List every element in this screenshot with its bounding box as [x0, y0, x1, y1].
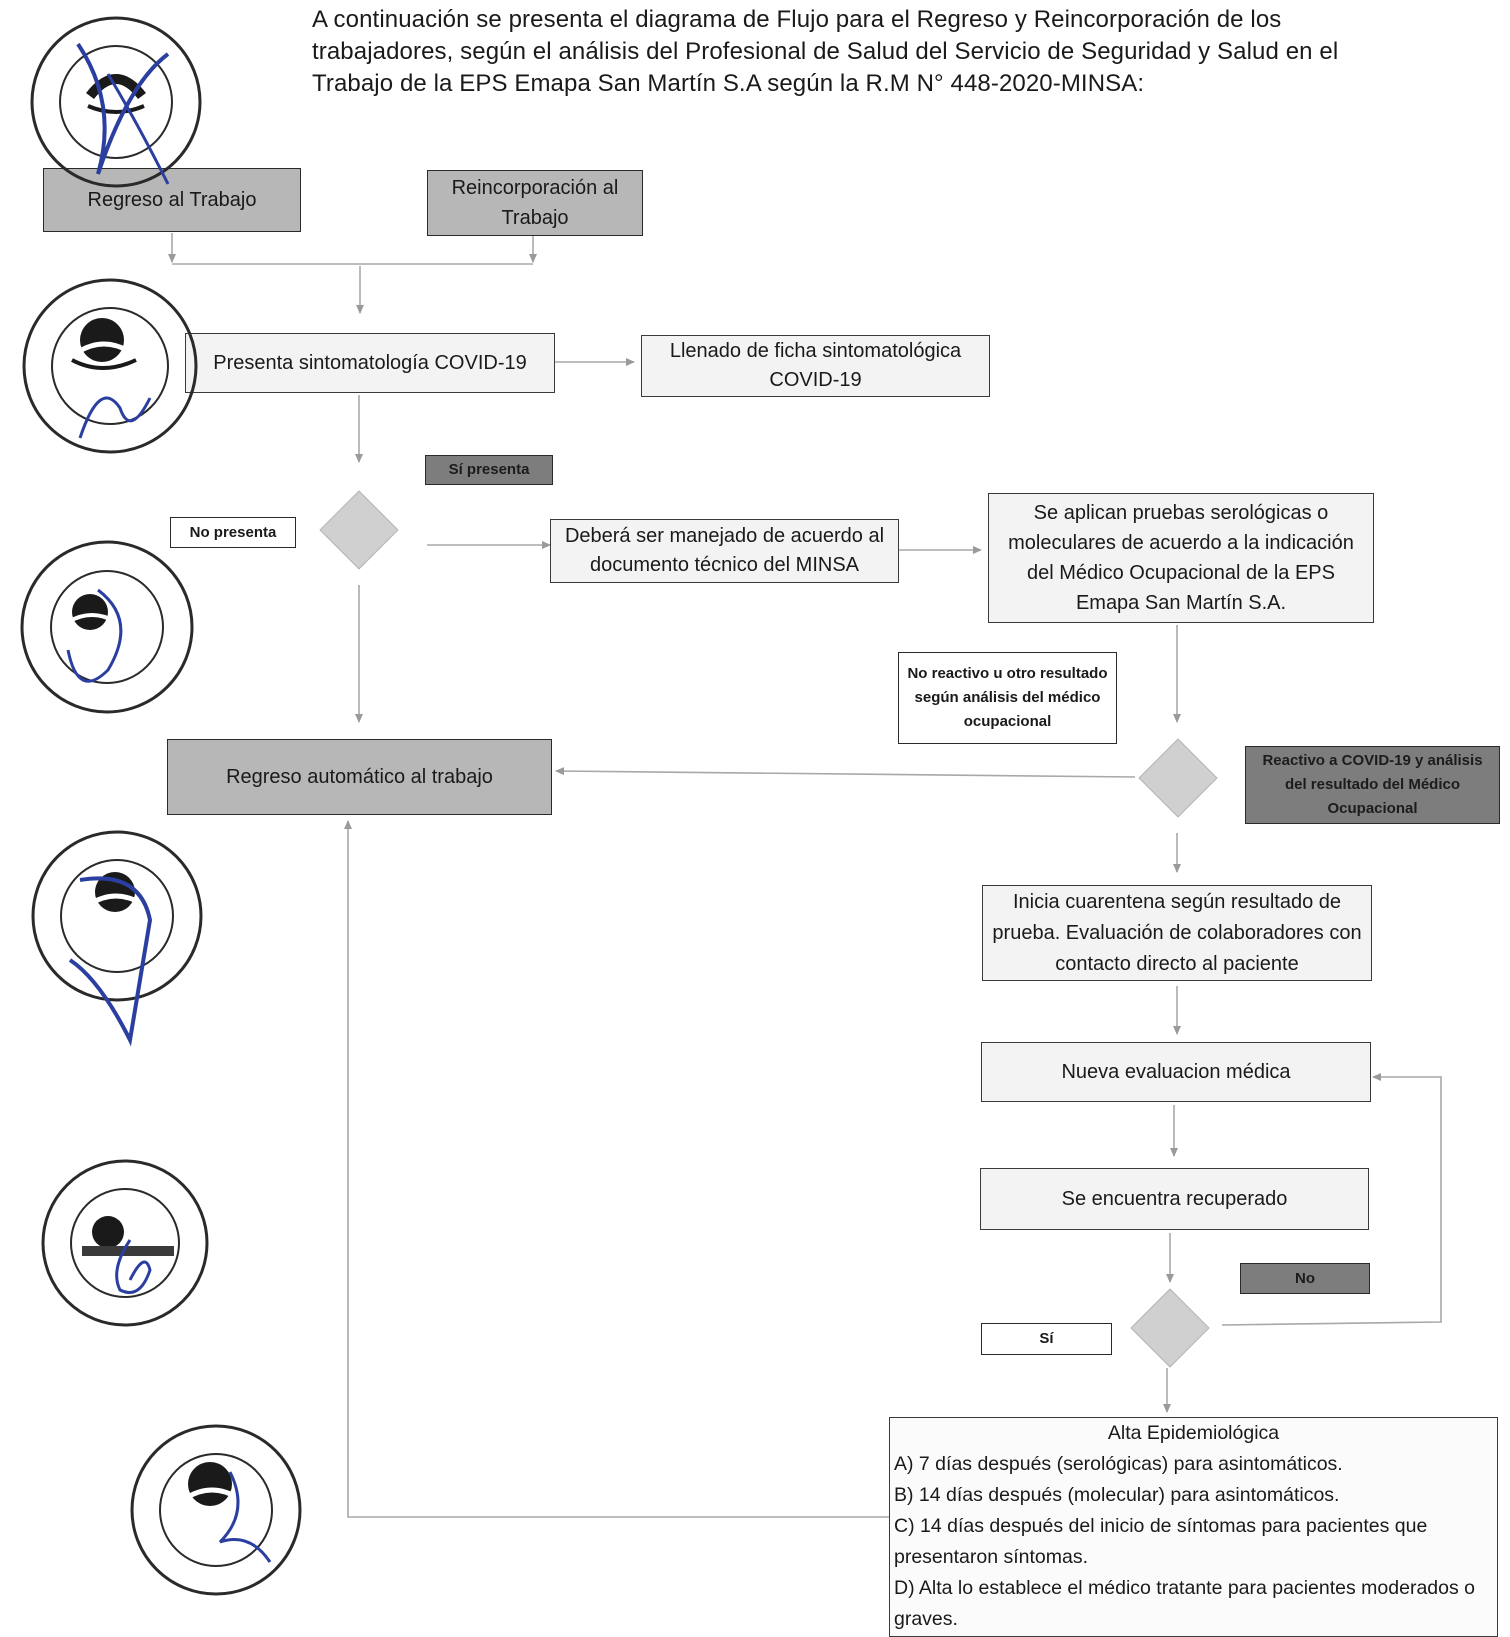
- node-regreso-trabajo: Regreso al Trabajo: [43, 168, 301, 232]
- alta-item-d: D) Alta lo establece el médico tratante …: [894, 1577, 1476, 1630]
- seal-administracion-finanzas: [22, 278, 198, 454]
- node-reincorporacion: Reincorporación al Trabajo: [427, 170, 643, 236]
- node-manejo-minsa: Deberá ser manejado de acuerdo al docume…: [550, 519, 899, 583]
- intro-paragraph: A continuación se presenta el diagrama d…: [312, 6, 1339, 97]
- label-si: Sí: [981, 1323, 1112, 1355]
- seal-comercial: [41, 1159, 209, 1327]
- node-regreso-automatico: Regreso automático al trabajo: [167, 739, 552, 815]
- node-nueva-evaluacion: Nueva evaluacion médica: [981, 1042, 1371, 1102]
- seal-operaciones: [31, 830, 203, 1047]
- alta-item-c: C) 14 días después del inicio de síntoma…: [894, 1515, 1428, 1568]
- label-si-presenta: Sí presenta: [425, 455, 553, 485]
- label-reactivo: Reactivo a COVID-19 y análisis del resul…: [1245, 746, 1500, 824]
- node-alta-epidemiologica: Alta Epidemiológica A) 7 días después (s…: [889, 1417, 1498, 1637]
- alta-item-b: B) 14 días después (molecular) para asin…: [894, 1484, 1340, 1506]
- seal-recursos-humanos: [130, 1424, 302, 1596]
- node-recuperado: Se encuentra recuperado: [980, 1168, 1369, 1230]
- node-pruebas: Se aplican pruebas serológicas o molecul…: [988, 493, 1374, 623]
- label-no-reactivo: No reactivo u otro resultado según análi…: [898, 652, 1117, 744]
- node-ficha-sintomatologica: Llenado de ficha sintomatológica COVID-1…: [641, 335, 990, 397]
- seal-gerencia-general: [30, 16, 202, 188]
- node-cuarentena: Inicia cuarentena según resultado de pru…: [982, 885, 1372, 981]
- alta-item-a: A) 7 días después (serológicas) para asi…: [894, 1453, 1343, 1475]
- label-no: No: [1240, 1263, 1370, 1294]
- label-no-presenta: No presenta: [170, 517, 296, 548]
- seal-asesoria-juridica: [20, 540, 194, 714]
- return-line: [344, 820, 889, 1518]
- alta-title: Alta Epidemiológica: [1107, 1422, 1280, 1444]
- arrow-no-reactivo: [555, 767, 1136, 778]
- loop-no-line: [1221, 1073, 1442, 1326]
- node-sintomatologia: Presenta sintomatología COVID-19: [185, 333, 555, 393]
